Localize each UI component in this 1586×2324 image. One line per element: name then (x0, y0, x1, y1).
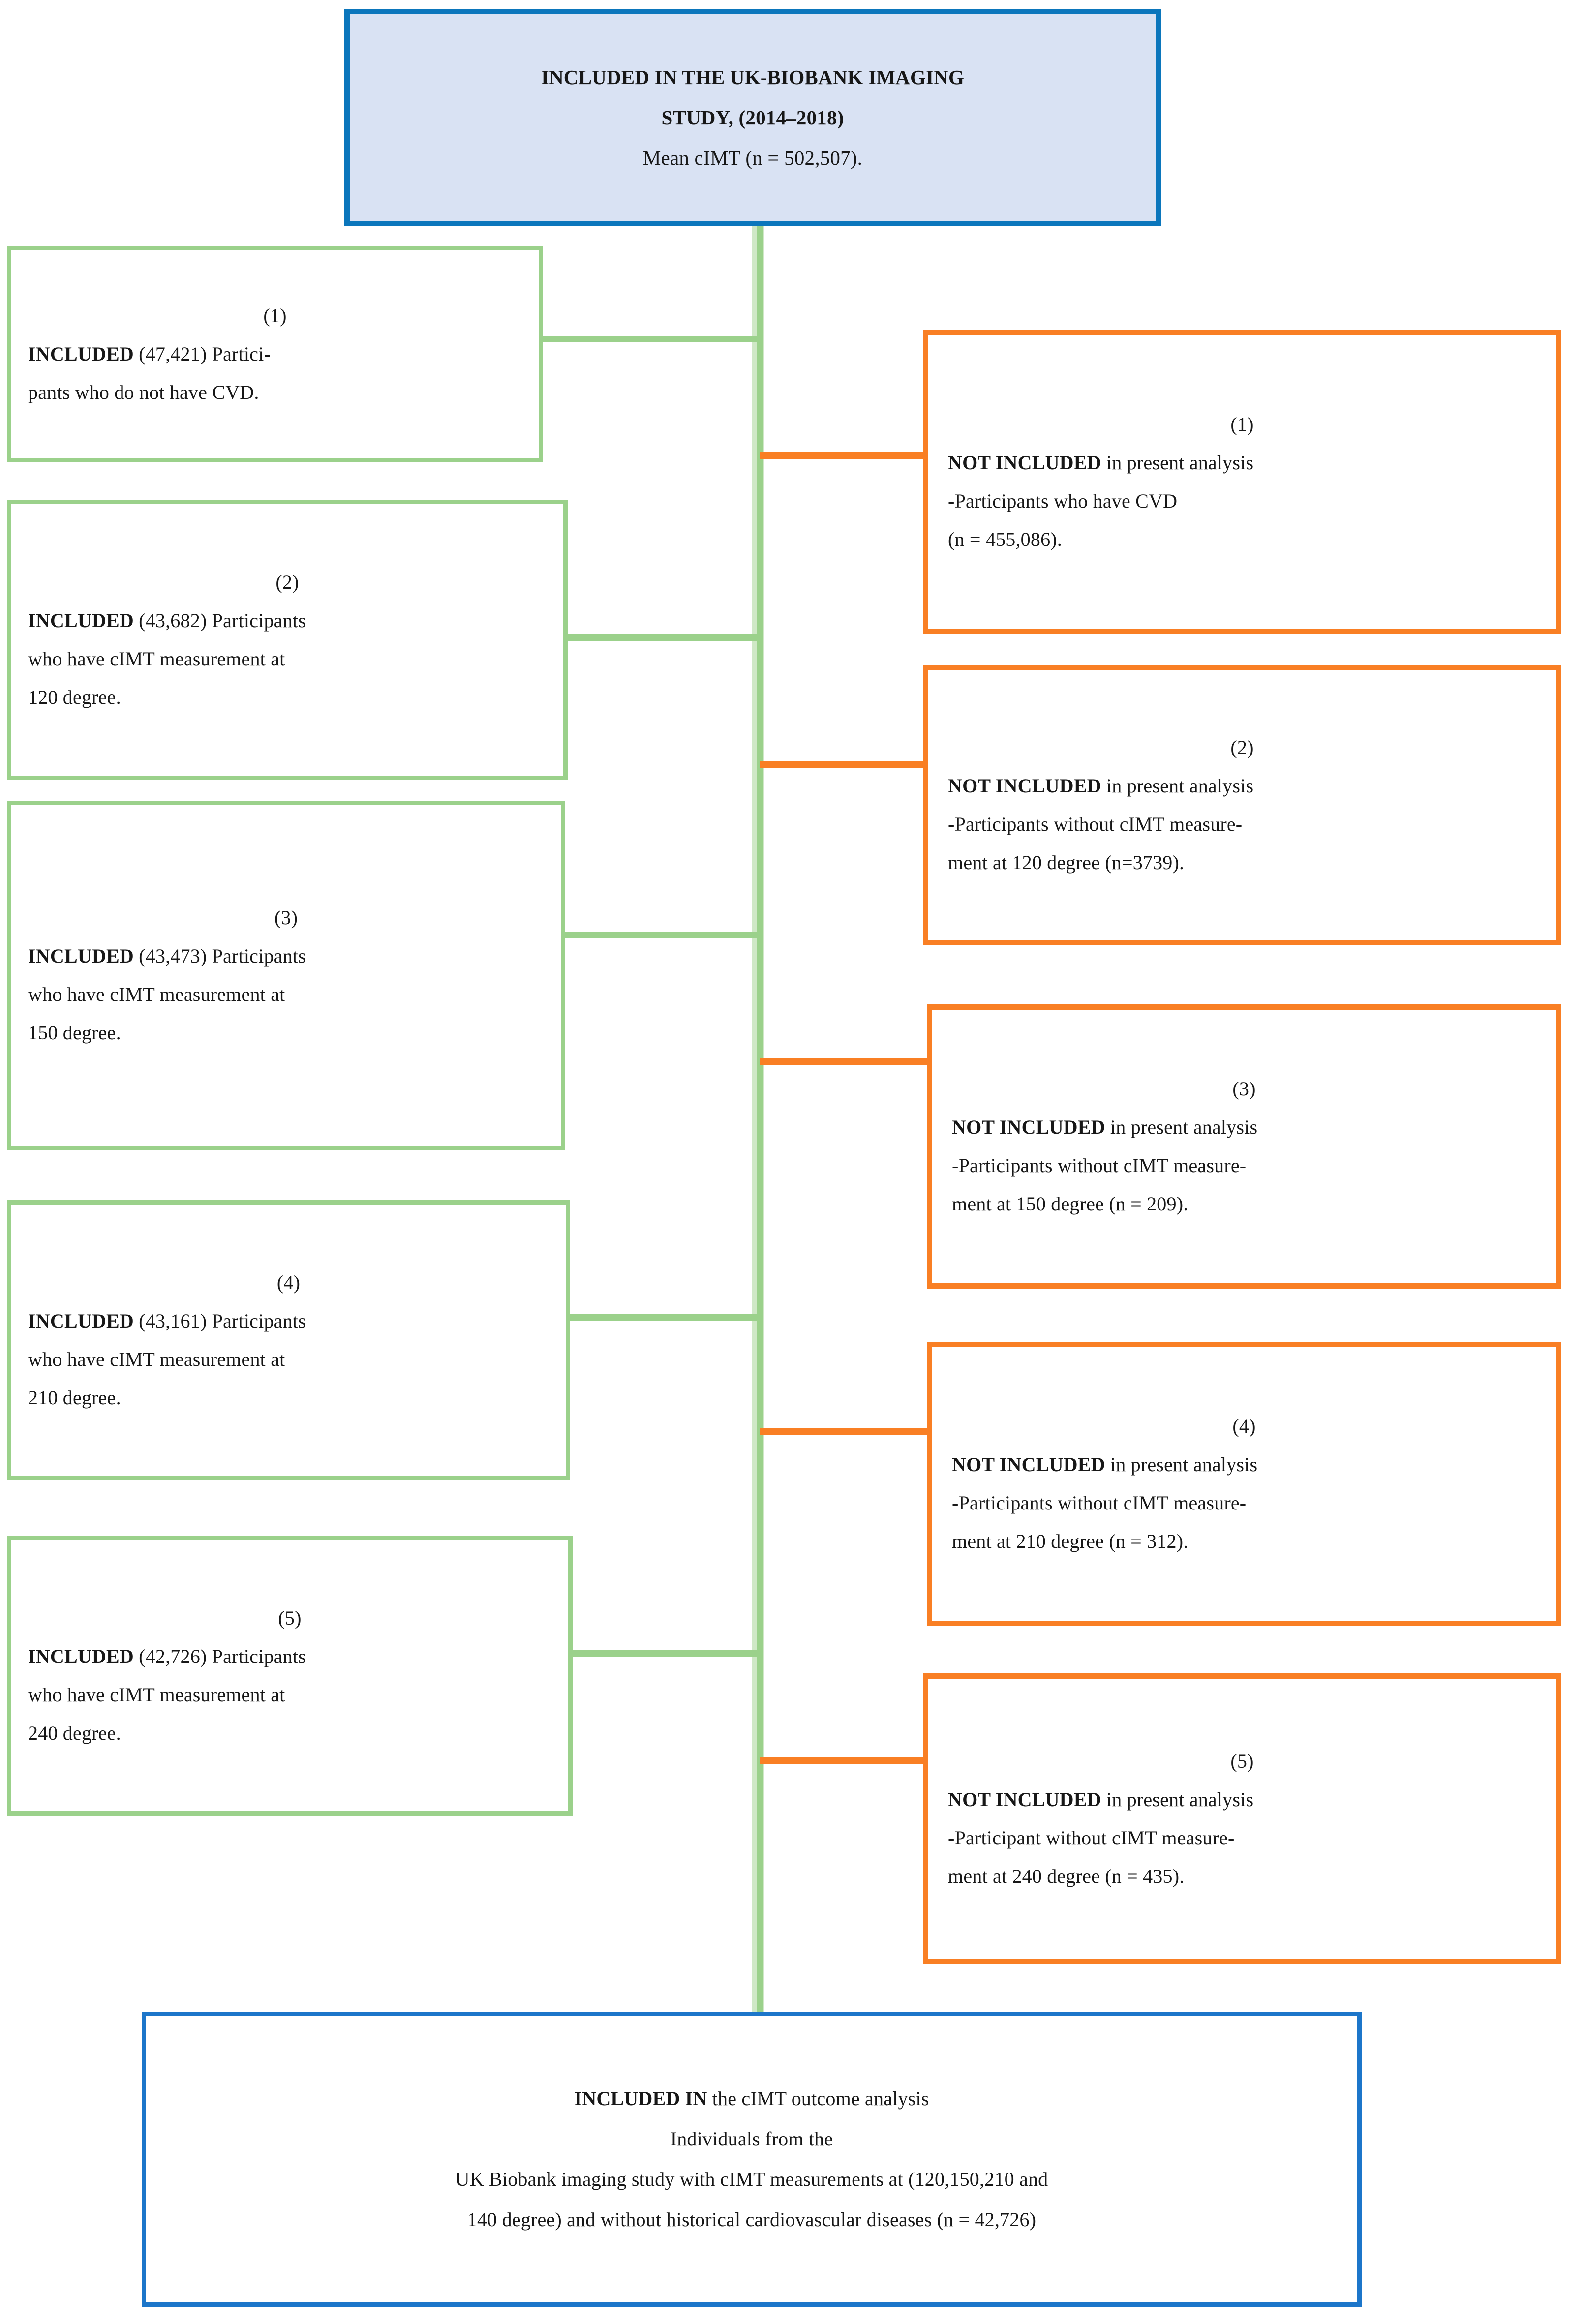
header-line-2: STUDY, (2014–2018) (661, 106, 844, 129)
excluded-box-2-line-1: NOT INCLUDED in present analysis (948, 775, 1254, 797)
branch-excluded-3 (760, 1058, 927, 1065)
footer-line-3: UK Biobank imaging study with cIMT measu… (455, 2168, 1048, 2190)
footer-box-cimt-outcome-analysis: INCLUDED IN the cIMT outcome analysis In… (142, 2012, 1362, 2307)
branch-excluded-4 (760, 1428, 927, 1435)
excluded-box-2-line-3: ment at 120 degree (n=3739). (948, 851, 1185, 874)
footer-line-2: Individuals from the (670, 2128, 833, 2150)
included-box-2-line-2: who have cIMT measurement at (28, 648, 285, 670)
included-box-4-line-2: who have cIMT measurement at (28, 1348, 285, 1370)
included-box-3-line-2: who have cIMT measurement at (28, 983, 285, 1005)
included-box-4-line-3: 210 degree. (28, 1387, 121, 1409)
branch-included-1 (536, 336, 760, 342)
excluded-box-4-line-1: NOT INCLUDED in present analysis (952, 1453, 1258, 1476)
excluded-box-4-line-3: ment at 210 degree (n = 312). (952, 1530, 1189, 1552)
excluded-box-5-line-2: -Participant without cIMT measure- (948, 1827, 1235, 1849)
included-box-4-number: (4) (276, 1271, 301, 1294)
excluded-box-5-line-3: ment at 240 degree (n = 435). (948, 1865, 1185, 1887)
excluded-box-1-line-1: NOT INCLUDED in present analysis (948, 452, 1254, 474)
branch-included-4 (566, 1314, 760, 1321)
included-box-4: (4) INCLUDED (43,161) Participants who h… (7, 1200, 570, 1480)
excluded-box-3-number: (3) (1232, 1078, 1256, 1100)
included-box-4-line-1: INCLUDED (43,161) Participants (28, 1310, 306, 1332)
excluded-box-1-line-2: -Participants who have CVD (948, 490, 1178, 512)
branch-excluded-1 (760, 452, 927, 459)
excluded-box-5: (5) NOT INCLUDED in present analysis -Pa… (923, 1673, 1561, 1964)
included-box-3-number: (3) (274, 906, 298, 929)
included-box-5-number: (5) (278, 1607, 302, 1629)
excluded-box-2-line-2: -Participants without cIMT measure- (948, 813, 1243, 835)
excluded-box-3: (3) NOT INCLUDED in present analysis -Pa… (927, 1004, 1561, 1289)
excluded-box-4: (4) NOT INCLUDED in present analysis -Pa… (927, 1342, 1561, 1626)
header-box-uk-biobank-imaging-study: INCLUDED IN THE UK-BIOBANK IMAGING STUDY… (344, 9, 1161, 226)
excluded-box-1: (1) NOT INCLUDED in present analysis -Pa… (923, 330, 1561, 634)
footer-line-4: 140 degree) and without historical cardi… (467, 2208, 1037, 2231)
included-box-5: (5) INCLUDED (42,726) Participants who h… (7, 1536, 573, 1816)
branch-included-3 (561, 932, 760, 938)
excluded-box-3-line-1: NOT INCLUDED in present analysis (952, 1116, 1258, 1138)
excluded-box-4-line-2: -Participants without cIMT measure- (952, 1492, 1247, 1514)
included-box-5-line-2: who have cIMT measurement at (28, 1684, 285, 1706)
excluded-box-1-line-3: (n = 455,086). (948, 528, 1062, 550)
included-box-3-line-1: INCLUDED (43,473) Participants (28, 945, 306, 967)
included-box-5-line-3: 240 degree. (28, 1722, 121, 1744)
excluded-box-1-number: (1) (1230, 413, 1254, 435)
excluded-box-2: (2) NOT INCLUDED in present analysis -Pa… (923, 665, 1561, 945)
included-box-2-number: (2) (275, 571, 299, 593)
included-box-2: (2) INCLUDED (43,682) Participants who h… (7, 500, 568, 780)
included-box-3: (3) INCLUDED (43,473) Participants who h… (7, 801, 565, 1150)
included-box-1-number: (1) (263, 304, 287, 327)
included-box-1-line-2: pants who do not have CVD. (28, 381, 259, 403)
header-line-1: INCLUDED IN THE UK-BIOBANK IMAGING (541, 66, 965, 89)
excluded-box-4-number: (4) (1232, 1415, 1256, 1437)
included-box-2-line-1: INCLUDED (43,682) Participants (28, 609, 306, 632)
included-box-1: (1) INCLUDED (47,421) Partici- pants who… (7, 246, 543, 462)
included-box-2-line-3: 120 degree. (28, 686, 121, 708)
excluded-box-3-line-3: ment at 150 degree (n = 209). (952, 1193, 1189, 1215)
excluded-box-3-line-2: -Participants without cIMT measure- (952, 1154, 1247, 1177)
included-box-1-line-1: INCLUDED (47,421) Partici- (28, 343, 271, 365)
footer-line-1: INCLUDED IN the cIMT outcome analysis (574, 2087, 929, 2110)
branch-excluded-2 (760, 761, 927, 768)
branch-included-2 (563, 634, 760, 641)
included-box-5-line-1: INCLUDED (42,726) Participants (28, 1645, 306, 1667)
main-trunk-line (757, 79, 763, 2066)
branch-included-5 (568, 1650, 760, 1657)
excluded-box-5-line-1: NOT INCLUDED in present analysis (948, 1788, 1254, 1811)
header-line-3: Mean cIMT (n = 502,507). (642, 147, 863, 169)
excluded-box-2-number: (2) (1230, 736, 1254, 758)
branch-excluded-5 (760, 1757, 927, 1764)
excluded-box-5-number: (5) (1230, 1750, 1254, 1772)
included-box-3-line-3: 150 degree. (28, 1022, 121, 1044)
